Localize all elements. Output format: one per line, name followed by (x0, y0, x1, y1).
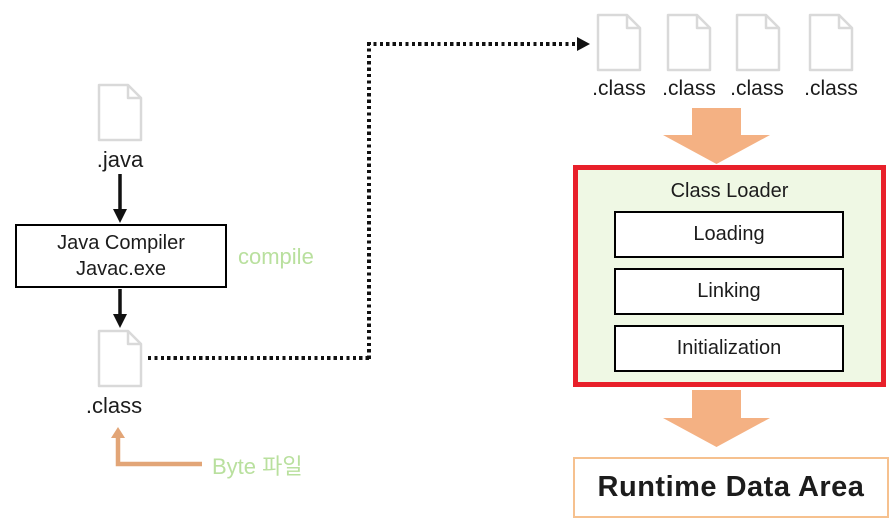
class-file-label: .class (804, 77, 858, 100)
class-file-label: .class (730, 77, 784, 100)
class-file-icon (596, 13, 642, 72)
class-file-icon (808, 13, 854, 72)
class-file-icon (97, 329, 143, 388)
java-compiler-box: Java Compiler Javac.exe (15, 224, 227, 288)
compile-label: compile (238, 244, 314, 269)
compiler-line2: Javac.exe (75, 258, 167, 280)
block-arrow-to-loader (663, 108, 770, 169)
class-file-icon (735, 13, 781, 72)
java-file-icon (97, 83, 143, 142)
arrow-java-to-compiler (112, 174, 128, 228)
compiler-line1: Java Compiler (57, 232, 185, 254)
dotted-connector-top (367, 42, 578, 46)
java-file-label: .java (96, 147, 144, 172)
byte-file-arrow (106, 427, 206, 472)
loader-step-linking: Linking (614, 268, 844, 315)
dotted-connector-vertical (367, 42, 371, 359)
dotted-connector-arrowhead (577, 37, 590, 51)
dotted-connector-bottom (148, 356, 370, 360)
class-file-label: .class (592, 77, 646, 100)
class-loader-box: Class Loader Loading Linking Initializat… (573, 165, 886, 387)
block-arrow-to-runtime (663, 390, 770, 452)
class-file-label: .class (662, 77, 716, 100)
runtime-data-area-label: Runtime Data Area (597, 471, 865, 503)
class-file-label: .class (85, 393, 143, 418)
arrow-compiler-to-class (112, 289, 128, 333)
class-loader-title: Class Loader (670, 180, 789, 202)
class-file-icon (666, 13, 712, 72)
loader-step-initialization: Initialization (614, 325, 844, 372)
loader-step-loading: Loading (614, 211, 844, 258)
byte-file-label: Byte 파일 (212, 454, 303, 479)
runtime-data-area-box: Runtime Data Area (573, 457, 889, 518)
